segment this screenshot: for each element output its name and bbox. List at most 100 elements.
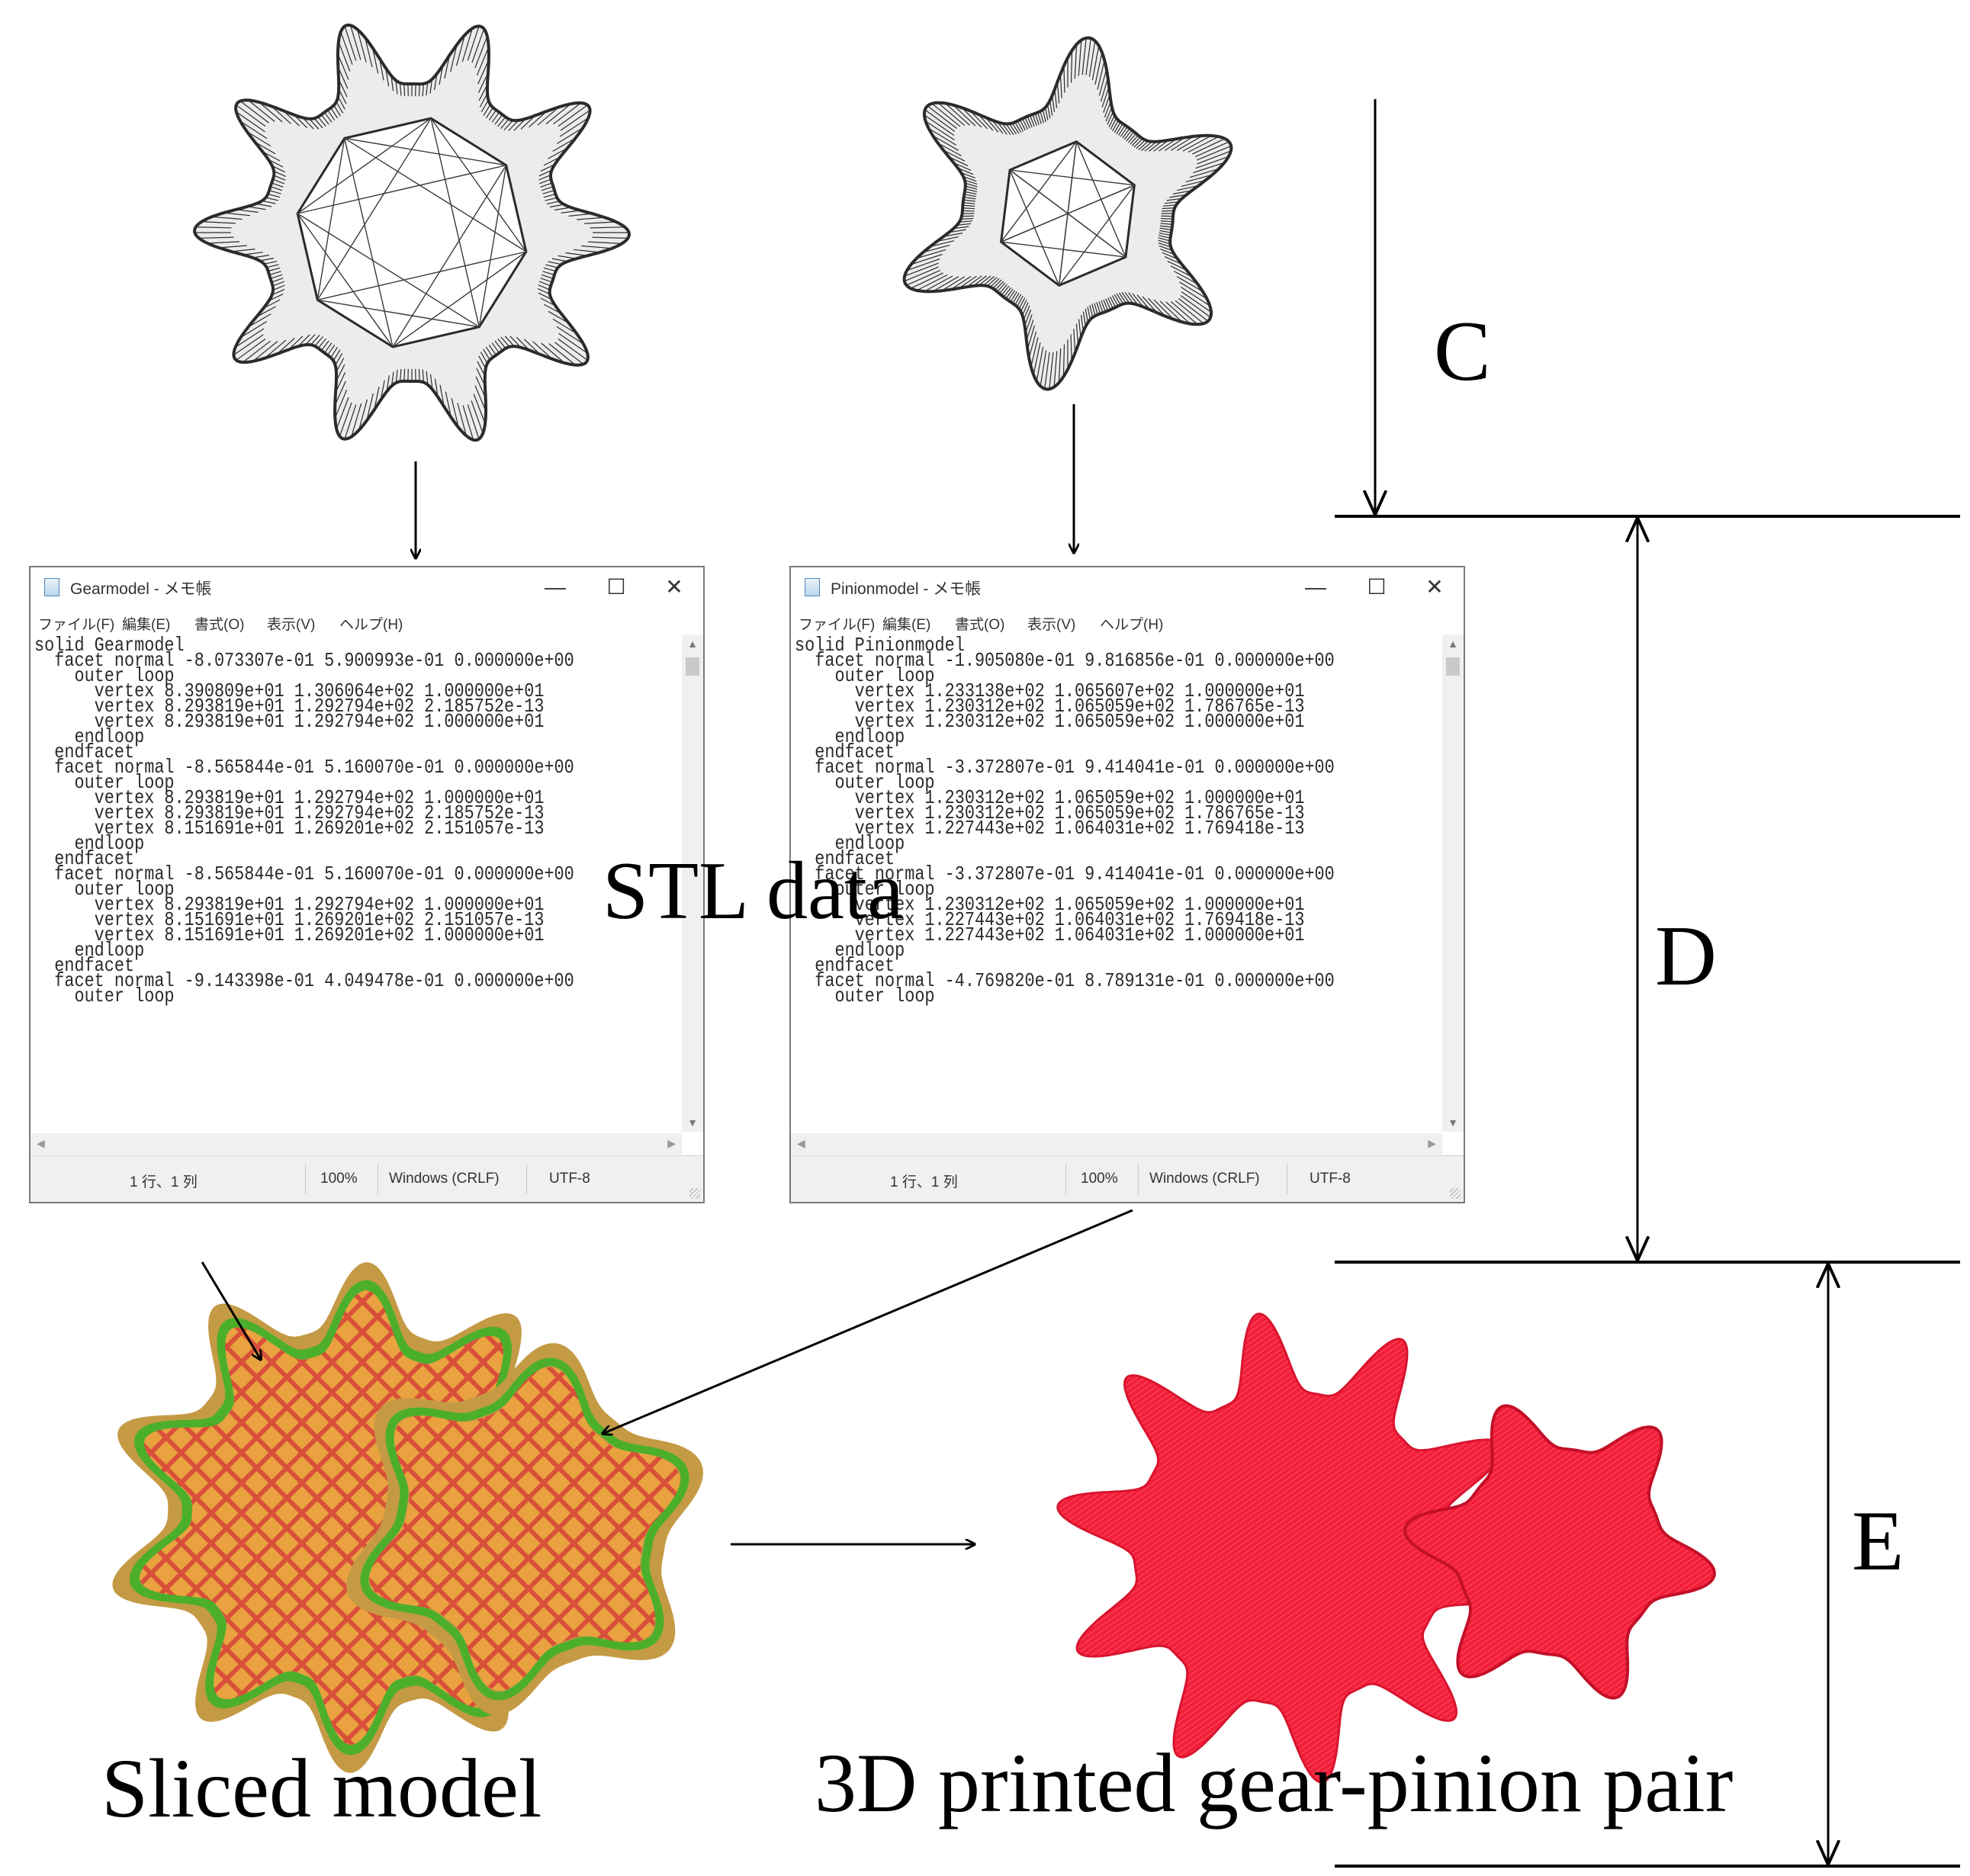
mesh-line	[1052, 95, 1056, 113]
mesh-line	[268, 267, 281, 272]
menu-format[interactable]: 書式(O)	[194, 617, 245, 633]
mesh-line	[1017, 295, 1024, 307]
mesh-line	[588, 241, 622, 244]
minimize-icon[interactable]: —	[1305, 575, 1326, 599]
scroll-up-icon[interactable]: ▲	[687, 638, 698, 650]
scroll-right-icon[interactable]: ▶	[1428, 1137, 1436, 1149]
mesh-line	[272, 165, 286, 173]
mesh-line	[992, 279, 1002, 289]
mesh-line	[1087, 307, 1091, 320]
mesh-line	[297, 165, 506, 214]
text-editor[interactable]: solid Gearmodel facet normal -8.073307e-…	[31, 634, 682, 1132]
mesh-line	[1122, 128, 1130, 139]
mesh-line	[297, 117, 432, 214]
maximize-icon[interactable]: ☐	[606, 575, 626, 599]
mesh-line	[581, 245, 612, 249]
mesh-line	[1128, 292, 1139, 306]
menu-view[interactable]: 表示(V)	[1027, 617, 1076, 633]
mesh-line	[357, 29, 367, 63]
mesh-line	[272, 288, 285, 296]
mesh-line	[552, 318, 577, 335]
mesh-line	[1197, 145, 1232, 161]
printed-pair-label: 3D printed gear-pinion pair	[815, 1736, 1734, 1829]
scroll-left-icon[interactable]: ◀	[37, 1137, 45, 1149]
menu-edit[interactable]: 編集(E)	[122, 617, 171, 633]
mesh-line	[243, 340, 271, 363]
scroll-thumb[interactable]	[686, 657, 699, 676]
mesh-line	[471, 400, 484, 434]
mesh-line	[1089, 305, 1094, 318]
menu-help[interactable]: ヘルプ(H)	[339, 617, 403, 633]
mesh-line	[543, 267, 556, 272]
menu-format[interactable]: 書式(O)	[955, 617, 1005, 633]
mesh-line	[1074, 44, 1078, 79]
mesh-line	[1114, 294, 1121, 306]
mesh-line	[1080, 314, 1084, 332]
mesh-line	[1153, 140, 1169, 152]
mesh-line	[327, 109, 336, 120]
minimize-icon[interactable]: —	[545, 575, 566, 599]
mesh-line	[1164, 256, 1182, 265]
text-editor[interactable]: solid Pinionmodel facet normal -1.905080…	[791, 634, 1442, 1132]
scroll-right-icon[interactable]: ▶	[667, 1137, 676, 1149]
mesh-line	[1130, 134, 1139, 145]
mesh-line	[1159, 230, 1171, 233]
mesh-line	[961, 107, 982, 128]
menu-file[interactable]: ファイル(F)	[38, 617, 115, 633]
mesh-line	[552, 137, 576, 152]
vertical-scrollbar[interactable]: ▲ ▼	[682, 634, 703, 1132]
mesh-line	[548, 310, 570, 324]
mesh-line	[540, 164, 555, 172]
mesh-line	[1098, 69, 1107, 96]
mesh-line	[236, 104, 266, 127]
mesh-line	[548, 147, 568, 159]
mesh-line	[219, 245, 247, 249]
horizontal-scrollbar[interactable]: ◀ ▶	[31, 1133, 682, 1155]
mesh-line	[247, 206, 266, 210]
menu-help[interactable]: ヘルプ(H)	[1100, 617, 1164, 633]
mesh-line	[923, 244, 950, 253]
mesh-line	[434, 73, 438, 90]
mesh-line	[201, 221, 236, 224]
close-icon[interactable]: ✕	[665, 575, 683, 599]
mesh-line	[1009, 169, 1126, 258]
menu-edit[interactable]: 編集(E)	[882, 617, 931, 633]
mesh-line	[1153, 299, 1175, 320]
mesh-line	[317, 299, 480, 328]
mesh-line	[1179, 281, 1207, 300]
mesh-line	[330, 108, 339, 119]
mesh-line	[964, 194, 976, 198]
menu-view[interactable]: 表示(V)	[267, 617, 316, 633]
mesh-line	[399, 82, 402, 96]
mesh-line	[211, 216, 243, 220]
resize-grip[interactable]	[689, 1188, 700, 1199]
scroll-up-icon[interactable]: ▲	[1448, 638, 1458, 650]
status-encoding: UTF-8	[1310, 1171, 1351, 1187]
mesh-line	[540, 278, 553, 283]
horizontal-scrollbar[interactable]: ◀ ▶	[791, 1133, 1442, 1155]
mesh-line	[1018, 297, 1026, 310]
scroll-down-icon[interactable]: ▼	[1448, 1116, 1458, 1129]
mesh-line	[294, 114, 308, 129]
mesh-line	[1138, 140, 1149, 150]
maximize-icon[interactable]: ☐	[1367, 575, 1387, 599]
resize-grip[interactable]	[1450, 1188, 1461, 1199]
scroll-left-icon[interactable]: ◀	[797, 1137, 805, 1149]
mesh-line	[310, 334, 320, 345]
mesh-line	[302, 117, 314, 130]
close-icon[interactable]: ✕	[1425, 575, 1444, 599]
vertical-scrollbar[interactable]: ▲ ▼	[1442, 634, 1464, 1132]
mesh-line	[467, 404, 480, 439]
mesh-line	[1112, 120, 1119, 132]
menu-file[interactable]: ファイル(F)	[799, 617, 876, 633]
mesh-line	[568, 213, 593, 217]
mesh-line	[243, 252, 263, 255]
scroll-down-icon[interactable]: ▼	[687, 1116, 698, 1129]
mesh-line	[1044, 107, 1049, 120]
mesh-line	[235, 328, 265, 348]
mesh-line	[500, 336, 510, 348]
mesh-line	[313, 117, 323, 129]
pinion-wireframe-mesh	[904, 37, 1232, 390]
mesh-line	[1162, 252, 1178, 260]
scroll-thumb[interactable]	[1446, 657, 1460, 676]
